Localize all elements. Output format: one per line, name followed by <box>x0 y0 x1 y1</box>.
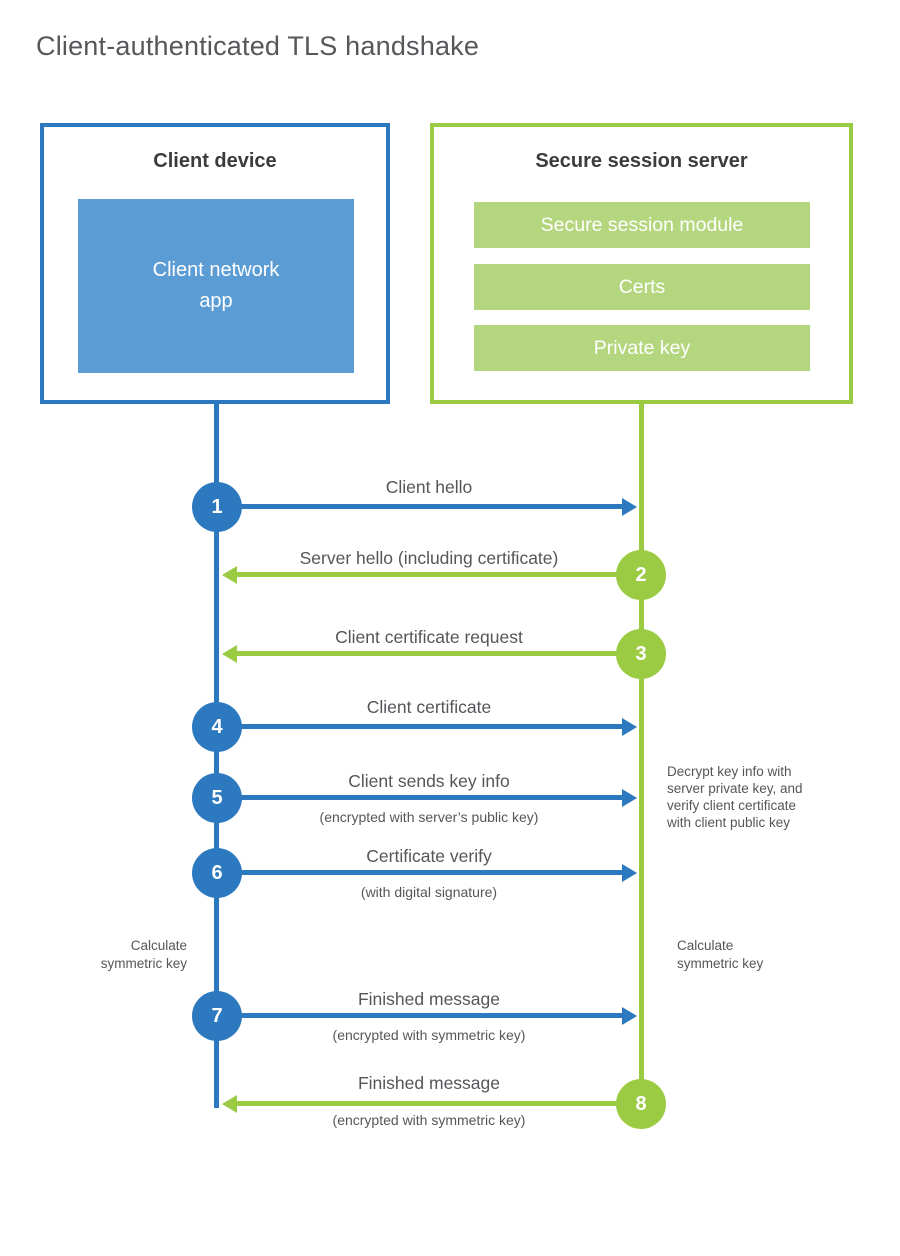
message-arrow-shaft <box>219 870 622 875</box>
arrow-left-icon <box>222 1095 237 1113</box>
message-sublabel: (with digital signature) <box>360 884 498 900</box>
arrow-right-icon <box>622 1007 637 1025</box>
message-arrow-shaft <box>237 651 641 656</box>
message-label: Client certificate <box>366 697 492 717</box>
secure-session-server-title: Secure session server <box>535 150 748 172</box>
arrow-right-icon <box>622 498 637 516</box>
message-arrow-shaft <box>237 572 641 577</box>
message-label: Client hello <box>385 477 473 497</box>
decrypt-key-note: Decrypt key info with server private key… <box>667 764 803 830</box>
arrow-right-icon <box>622 789 637 807</box>
calculate-symmetric-key-note-client: Calculate symmetric key <box>100 938 187 971</box>
step-circle-3: 3 <box>616 629 666 679</box>
message-label: Client certificate request <box>335 627 523 647</box>
page-title: Client-authenticated TLS handshake <box>36 31 480 61</box>
step-circle-2: 2 <box>616 550 666 600</box>
message-label: Server hello (including certificate) <box>299 548 559 568</box>
arrow-right-icon <box>622 864 637 882</box>
server-module-private-key: Private key <box>474 325 810 371</box>
server-module-certs: Certs <box>474 264 810 310</box>
client-device-title: Client device <box>153 150 277 172</box>
server-module-secure-session: Secure session module <box>474 202 810 248</box>
message-arrow-shaft <box>219 724 622 729</box>
server-lifeline <box>639 404 644 1108</box>
message-label: Finished message <box>357 1073 501 1093</box>
step-circle-4: 4 <box>192 702 242 752</box>
message-arrow-shaft <box>219 1013 622 1018</box>
message-label: Finished message <box>357 989 501 1009</box>
arrow-left-icon <box>222 566 237 584</box>
message-label: Client sends key info <box>348 771 510 791</box>
message-label: Certificate verify <box>366 846 492 866</box>
message-arrow-shaft <box>219 795 622 800</box>
arrow-right-icon <box>622 718 637 736</box>
step-circle-1: 1 <box>192 482 242 532</box>
client-network-app-box: Client network app <box>78 199 354 373</box>
step-circle-5: 5 <box>192 773 242 823</box>
message-arrow-shaft <box>219 504 622 509</box>
step-circle-8: 8 <box>616 1079 666 1129</box>
arrow-left-icon <box>222 645 237 663</box>
message-sublabel: (encrypted with symmetric key) <box>332 1027 526 1043</box>
message-sublabel: (encrypted with server’s public key) <box>319 809 539 825</box>
message-sublabel: (encrypted with symmetric key) <box>332 1112 526 1128</box>
calculate-symmetric-key-note-server: Calculate symmetric key <box>677 938 764 971</box>
step-circle-6: 6 <box>192 848 242 898</box>
message-arrow-shaft <box>237 1101 641 1106</box>
step-circle-7: 7 <box>192 991 242 1041</box>
client-lifeline <box>214 404 219 1108</box>
